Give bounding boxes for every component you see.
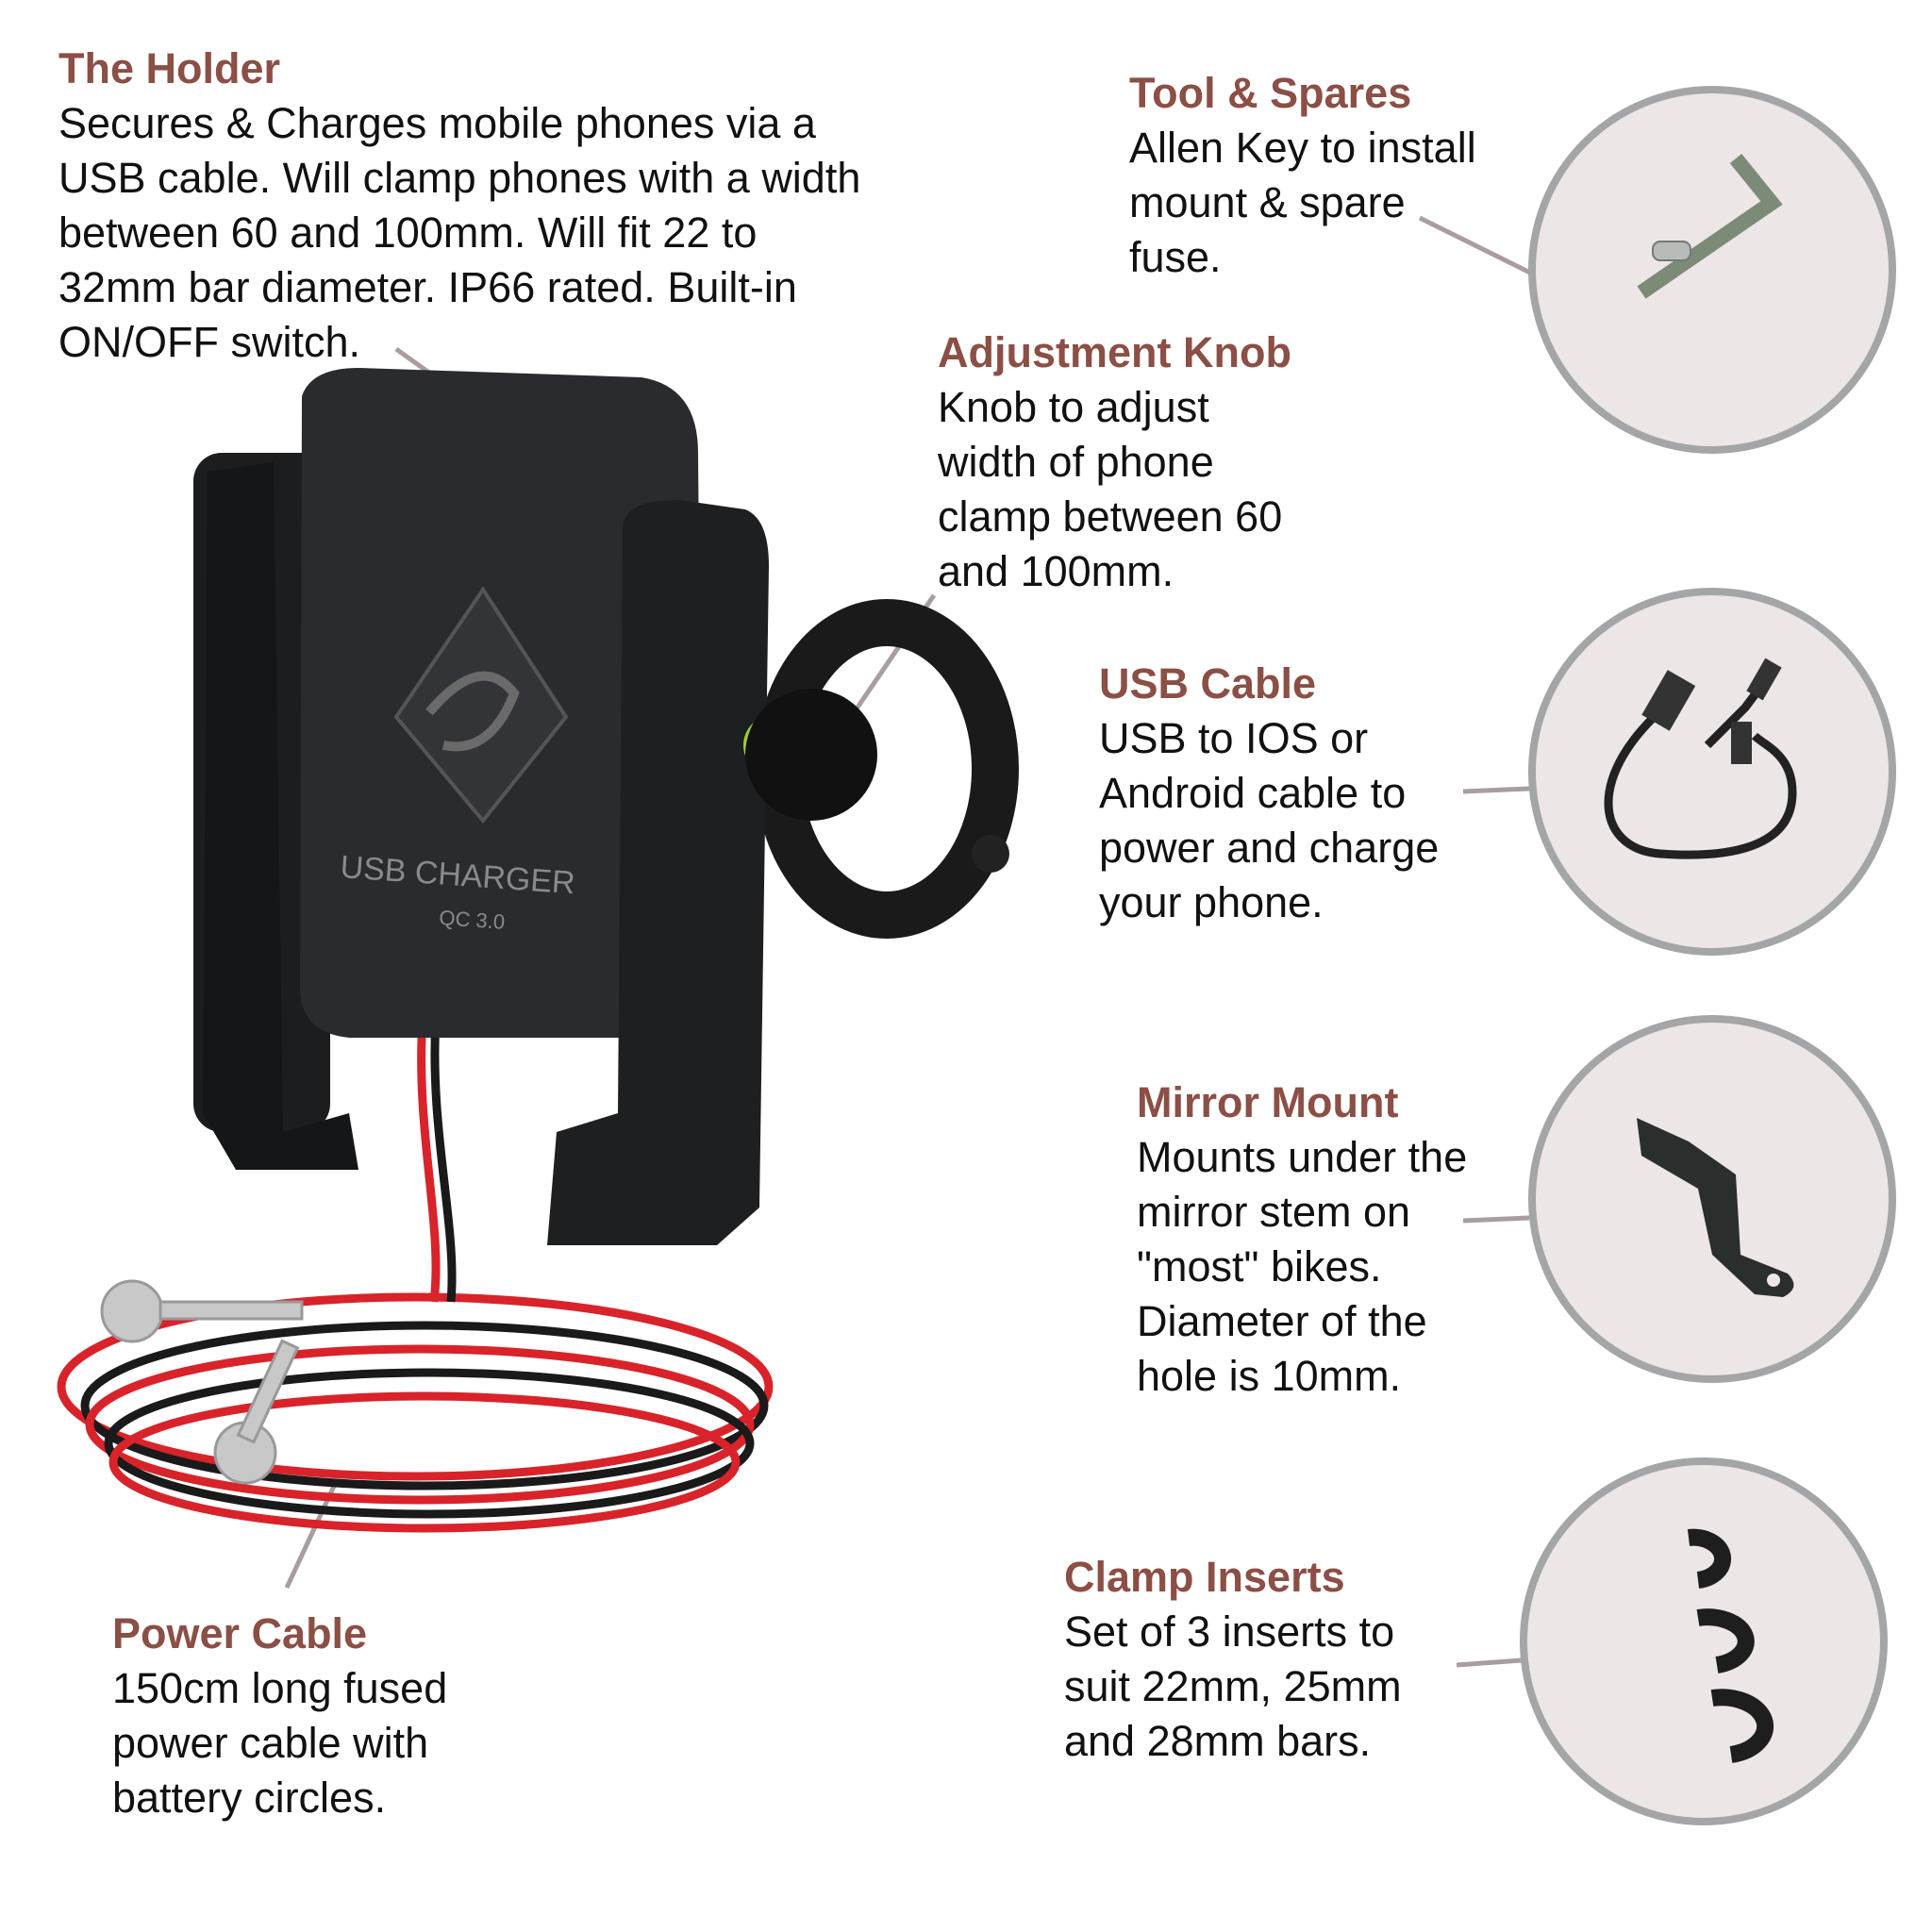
section-body: USB to IOS or Android cable to power and…: [1099, 714, 1440, 926]
leader-clamp: [1456, 1657, 1523, 1668]
section-body: Secures & Charges mobile phones via a US…: [58, 99, 861, 366]
section-title: Mirror Mount: [1137, 1078, 1399, 1126]
usb-circle: [1528, 588, 1896, 956]
mirror-mount-icon: [1637, 1118, 1794, 1297]
clamp-circle: [1520, 1457, 1888, 1825]
qc-label: QC 3.0: [439, 906, 506, 934]
right-arm: [547, 500, 769, 1245]
section-title: Power Cable: [112, 1609, 368, 1657]
section-title: Clamp Inserts: [1064, 1553, 1345, 1601]
section-power: Power Cable 150cm long fused power cable…: [112, 1607, 447, 1825]
tool-circle: [1528, 86, 1896, 454]
section-body: Knob to adjust width of phone clamp betw…: [938, 383, 1283, 595]
clamp-inserts-icon: [1687, 1528, 1774, 1763]
section-usb: USB Cable USB to IOS or Android cable to…: [1099, 657, 1439, 930]
phone-holder-image: USB CHARGER QC 3.0: [57, 368, 1019, 1533]
accessory-circles: [1520, 86, 1896, 1825]
section-body: Mounts under the mirror stem on "most" b…: [1137, 1133, 1468, 1400]
section-title: USB Cable: [1099, 659, 1317, 708]
section-knob: Adjustment Knob Knob to adjust width of …: [938, 325, 1291, 599]
section-clamp: Clamp Inserts Set of 3 inserts to suit 2…: [1064, 1550, 1402, 1769]
leader-tool: [1418, 215, 1534, 276]
power-cable: [57, 1018, 774, 1533]
section-mirror: Mirror Mount Mounts under the mirror ste…: [1137, 1075, 1467, 1404]
section-holder: The Holder Secures & Charges mobile phon…: [58, 42, 860, 370]
section-body: Allen Key to install mount & spare fuse.: [1129, 124, 1476, 281]
adjustment-knob: [745, 689, 877, 821]
battery-ring-terminals: [100, 1279, 304, 1485]
usb-cable-icon: [1604, 658, 1797, 859]
brand-logo-icon: [393, 586, 569, 824]
section-title: Tool & Spares: [1129, 69, 1412, 117]
section-body: Set of 3 inserts to suit 22mm, 25mm and …: [1064, 1607, 1402, 1765]
fuse-icon: [1652, 241, 1691, 261]
section-title: The Holder: [58, 44, 281, 92]
allen-key-icon: [1637, 153, 1783, 299]
section-body: 150cm long fused power cable with batter…: [112, 1664, 448, 1822]
left-arm: [203, 462, 358, 1170]
leader-mirror: [1462, 1215, 1530, 1224]
section-title: Adjustment Knob: [938, 328, 1291, 376]
leader-usb: [1462, 786, 1530, 794]
section-tool: Tool & Spares Allen Key to install mount…: [1129, 66, 1476, 285]
